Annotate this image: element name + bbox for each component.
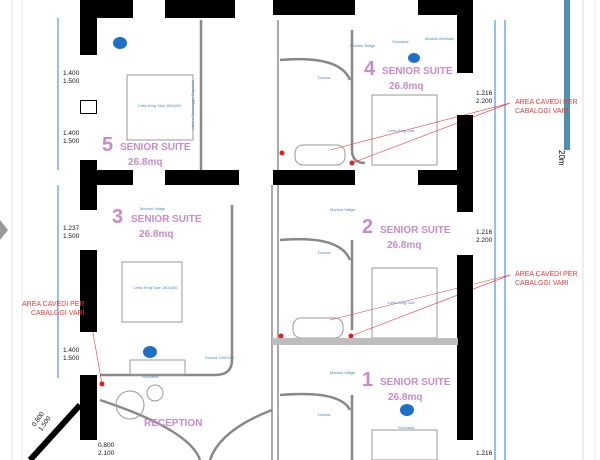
shower-label: Doccia (318, 412, 331, 417)
suite-5-name: SENIOR SUITE (120, 142, 191, 153)
note-line: CABALGGI VARI (30, 310, 85, 317)
suite-5-area: 26.8mq (128, 157, 163, 168)
wall (418, 170, 460, 185)
suite-4-area: 26.8mq (389, 81, 424, 92)
wardrobe-label: Modulo Armadio (425, 36, 454, 41)
note-line: CABALGGI VARI (515, 108, 569, 115)
note-line: AREA CAVEDI PER (515, 99, 578, 106)
suite-2-area: 26.8mq (387, 240, 422, 251)
suite-3-number: 3 (112, 206, 124, 228)
suite-4-number: 4 (364, 58, 376, 80)
cavedi-note: AREA CAVEDI PER CABALGGI VARI (515, 98, 578, 116)
wall (273, 170, 355, 185)
desk-label: Scrivania (142, 374, 159, 379)
bed-label: Letto King Size (388, 128, 415, 133)
wall (418, 0, 460, 15)
partition (272, 338, 458, 345)
reception-label: RECEPTION (144, 418, 203, 429)
wall (457, 115, 473, 212)
scale-label: 20m (557, 150, 566, 166)
scale-bar (564, 0, 570, 150)
luggage-label: Modulo Valige (140, 206, 166, 211)
suite-1-number: 1 (362, 369, 374, 391)
suite-2-name: SENIOR SUITE (380, 225, 451, 236)
wall (457, 0, 473, 73)
wall (80, 0, 133, 18)
suite-3-name: SENIOR SUITE (131, 214, 202, 225)
cavedi-markers (99, 150, 355, 387)
suite-1-area: 26.8mq (388, 392, 423, 403)
column (80, 100, 97, 114)
suite-2-number: 2 (362, 216, 374, 238)
wall (80, 160, 97, 210)
suite-1-name: SENIOR SUITE (380, 377, 451, 388)
window-dimension: 1.216 (476, 450, 493, 457)
cavedi-note: AREA CAVEDI PER CABALGGI VARI (515, 270, 578, 288)
suite-4-name: SENIOR SUITE (382, 66, 453, 77)
shower-label: Doccia 100X150 (205, 355, 235, 360)
luggage-label: Modulo Valige (350, 43, 376, 48)
luggage-label: Modulo Valige (330, 207, 356, 212)
note-line: CABALGGI VARI (515, 280, 569, 287)
cavedi-note: AREA CAVEDI PER CABALGGI VARI (22, 300, 85, 318)
wall (165, 170, 239, 185)
wall (80, 250, 97, 332)
wall (273, 0, 355, 15)
shower-label: Doccia (318, 250, 331, 255)
bed-label: Letto King Size 180x200 (138, 103, 182, 108)
bed-label: Letto King Size (388, 300, 415, 305)
wall (165, 0, 235, 18)
note-line: AREA CAVEDI PER (515, 271, 578, 278)
storage-label: Vano x Stoccaggio Deposito (190, 80, 195, 130)
wall (80, 375, 97, 440)
shower-label: Doccia (318, 75, 331, 80)
suite-5-number: 5 (102, 134, 114, 156)
luggage-label: Modulo Valige (330, 370, 356, 375)
bed-label: Letto King Size 180x200 (134, 285, 178, 290)
wall (457, 255, 473, 440)
wall (80, 170, 133, 185)
desk-label: Scrivania (398, 425, 415, 430)
suite-3-area: 26.8mq (139, 229, 174, 240)
note-line: AREA CAVEDI PER (22, 301, 85, 308)
desk-label: Scrivania (392, 39, 409, 44)
